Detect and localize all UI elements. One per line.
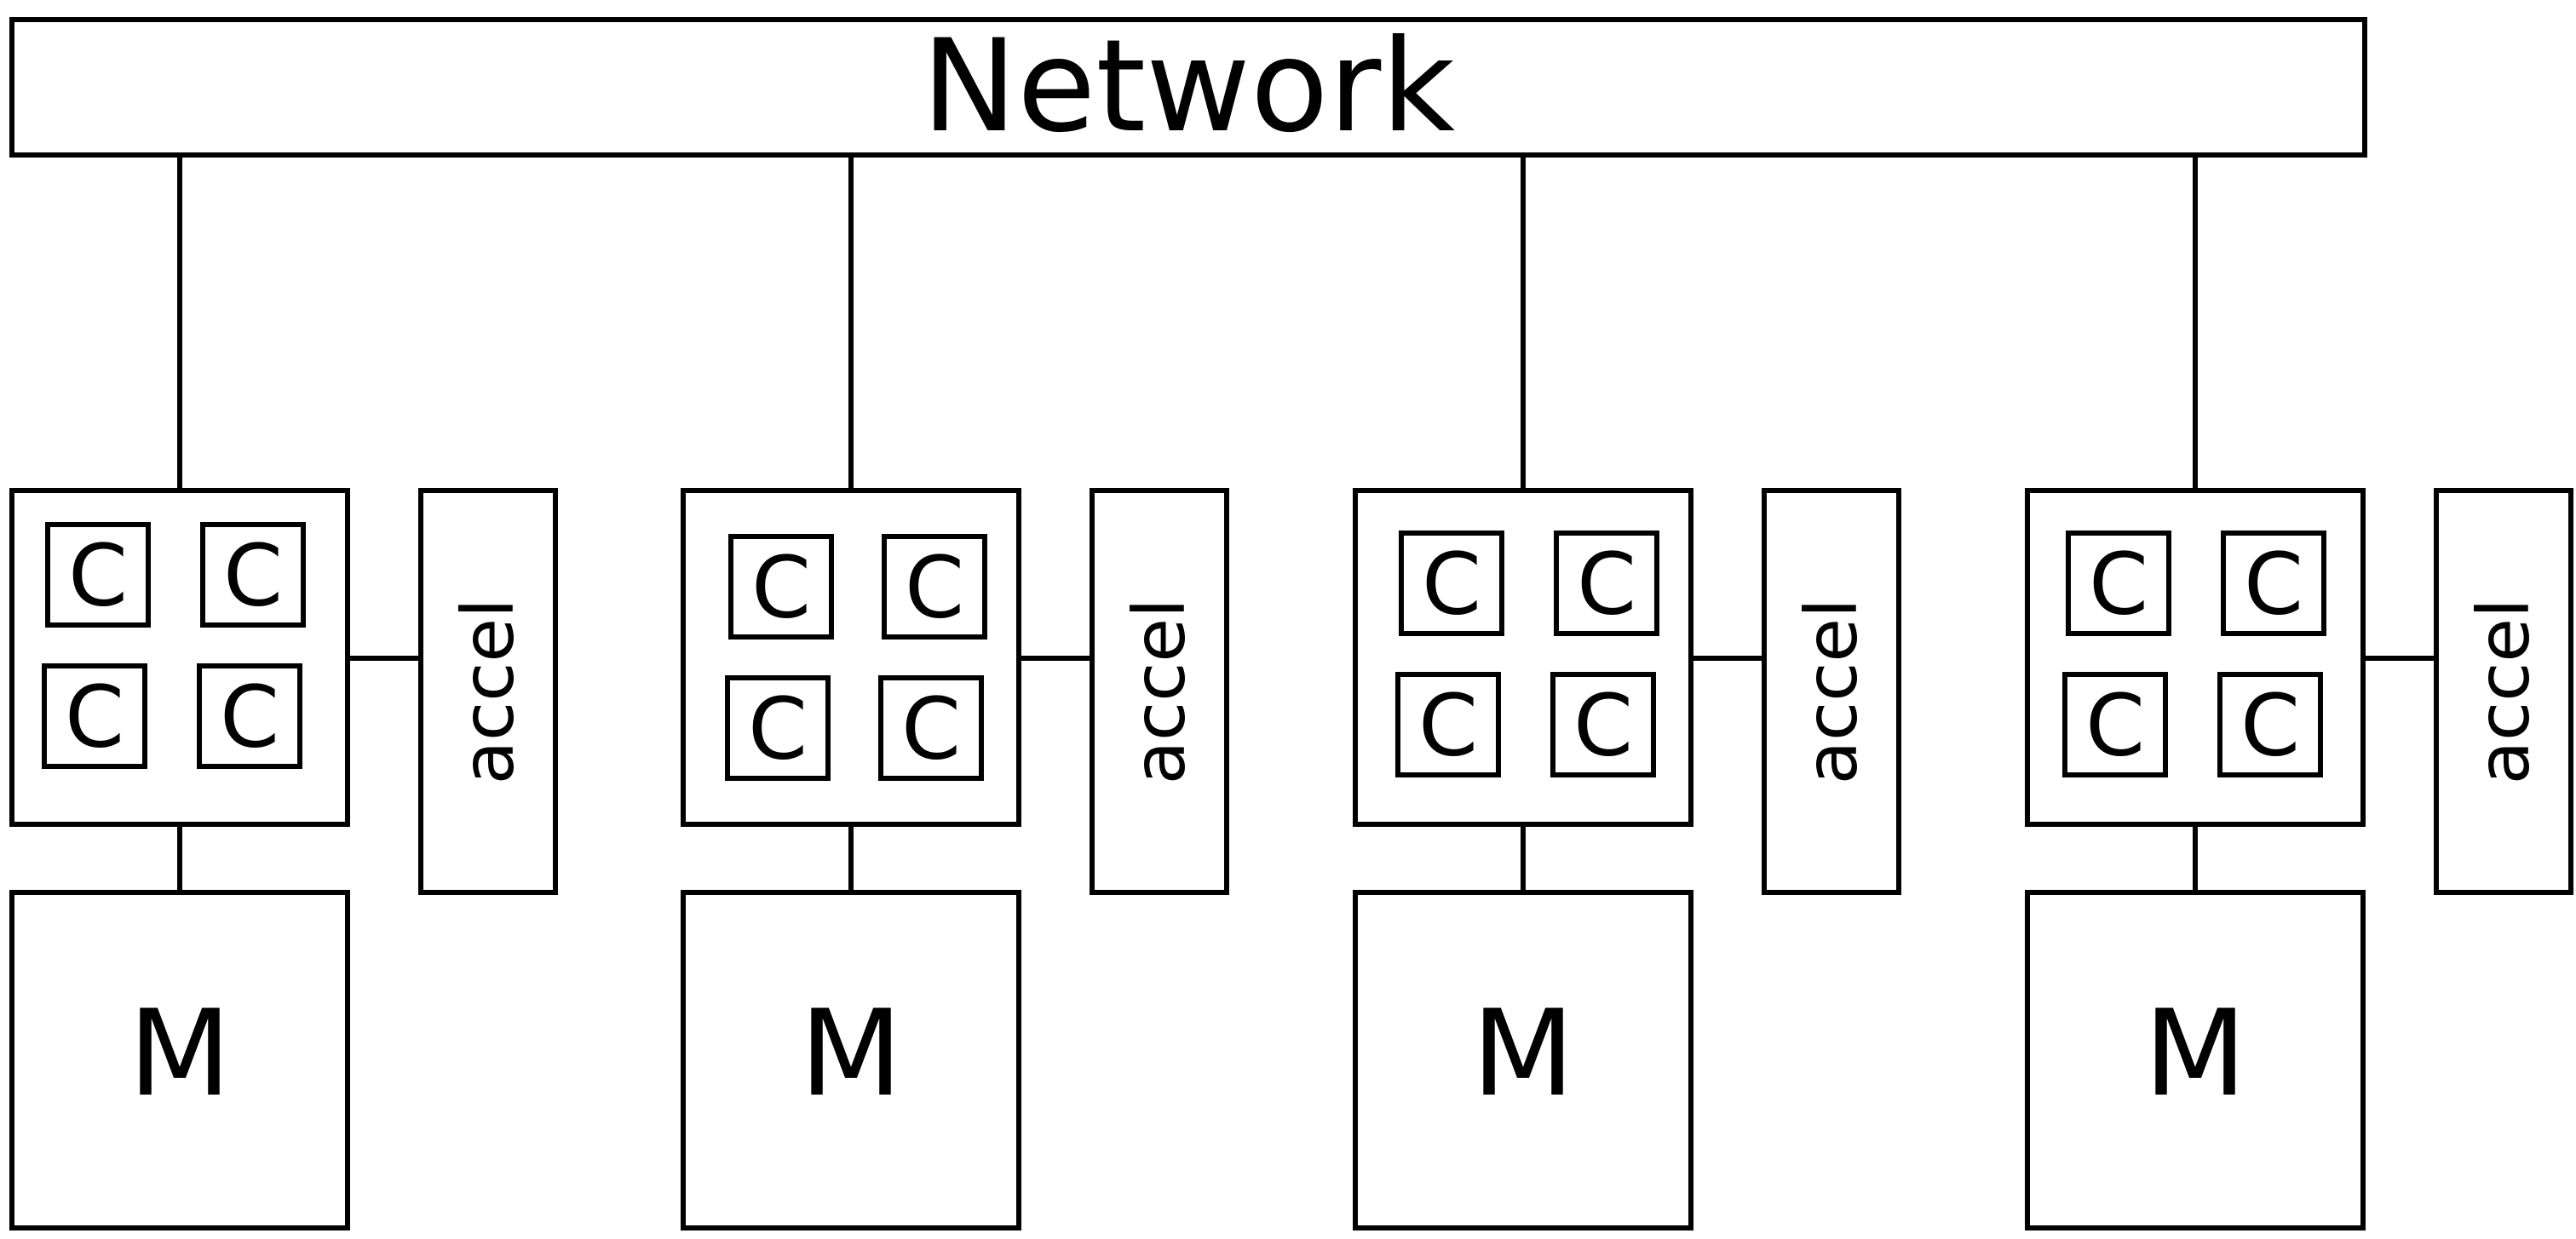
core-label: C	[2089, 535, 2148, 634]
core-label: C	[1573, 676, 1633, 776]
core-label: C	[901, 680, 961, 779]
core-box	[197, 663, 302, 769]
compute-node-2: C C C C accel M	[681, 155, 1229, 1230]
memory-box	[681, 890, 1021, 1230]
core-box	[2062, 672, 2168, 777]
memory-label: M	[2144, 985, 2247, 1124]
memory-box	[1353, 890, 1693, 1230]
network-bar: Network	[9, 13, 2367, 161]
core-label: C	[2244, 535, 2303, 634]
network-box	[9, 17, 2367, 158]
core-label: C	[751, 538, 811, 638]
memory-box	[9, 890, 350, 1230]
accelerator-label: accel	[446, 599, 530, 785]
core-label: C	[2085, 676, 2145, 776]
core-box	[882, 534, 987, 640]
compute-node-3: C C C C accel M	[1353, 155, 1901, 1230]
core-box	[42, 663, 147, 769]
accelerator-label: accel	[1790, 599, 1873, 785]
accelerator-box	[418, 488, 558, 895]
compute-node-4: C C C C accel M	[2025, 155, 2573, 1230]
core-label: C	[65, 668, 124, 767]
accelerator-box	[1762, 488, 1901, 895]
core-grid: C C C C	[2062, 531, 2326, 777]
core-label: C	[68, 526, 128, 626]
core-box	[728, 534, 834, 640]
accelerator-label: accel	[1118, 599, 1201, 785]
core-label: C	[1422, 535, 1481, 634]
core-label: C	[905, 538, 964, 638]
core-label: C	[1577, 535, 1636, 634]
core-box	[1395, 672, 1501, 777]
memory-label: M	[129, 985, 232, 1124]
core-box	[45, 522, 151, 628]
memory-box	[2025, 890, 2366, 1230]
core-label: C	[220, 668, 279, 767]
core-box	[878, 675, 984, 781]
core-box	[2217, 672, 2323, 777]
memory-label: M	[1472, 985, 1575, 1124]
core-label: C	[1418, 676, 1478, 776]
core-box	[725, 675, 831, 781]
network-label: Network	[922, 13, 1455, 161]
accelerator-box	[1090, 488, 1229, 895]
core-box	[1554, 531, 1659, 636]
core-grid: C C C C	[42, 522, 306, 769]
core-box	[2066, 531, 2171, 636]
core-box	[2221, 531, 2326, 636]
core-box	[200, 522, 306, 628]
core-box	[1399, 531, 1504, 636]
core-grid: C C C C	[1395, 531, 1659, 777]
core-label: C	[748, 680, 808, 779]
core-grid: C C C C	[725, 534, 987, 781]
accelerator-box	[2434, 488, 2573, 895]
accelerator-label: accel	[2462, 599, 2545, 785]
core-box	[1550, 672, 1656, 777]
memory-label: M	[800, 985, 903, 1124]
compute-node-1: C C C C accel M	[9, 155, 558, 1230]
core-label: C	[223, 526, 283, 626]
core-label: C	[2240, 676, 2300, 776]
